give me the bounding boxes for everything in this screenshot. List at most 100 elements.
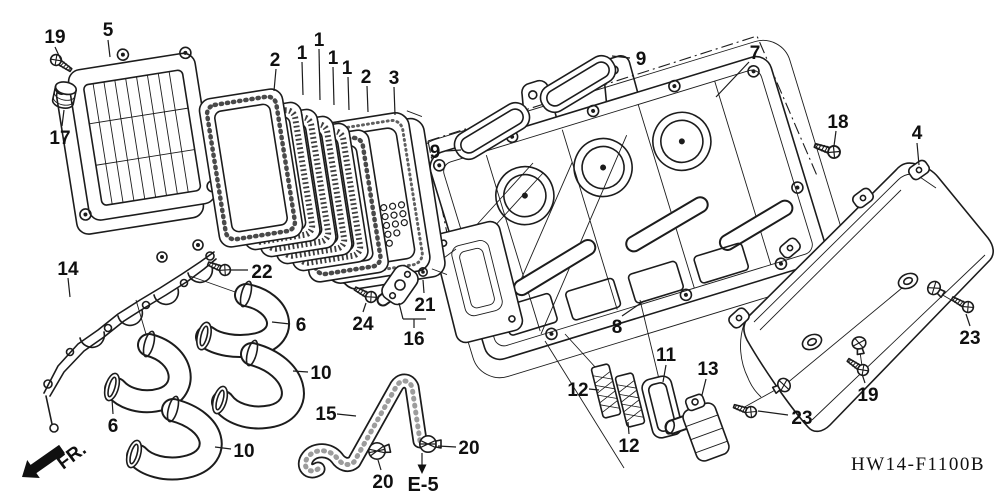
engine-ref-label[interactable]: E-5 (407, 474, 438, 496)
part-callout-12[interactable]: 12 (567, 380, 588, 401)
part-callout-17[interactable]: 17 (49, 128, 70, 149)
part-callout-6[interactable]: 6 (296, 315, 307, 336)
screw-22 (205, 257, 233, 278)
grommet-17 (51, 81, 78, 109)
leader-line-14 (67, 277, 71, 298)
tube-clip-20 (418, 434, 442, 454)
part-callout-2[interactable]: 2 (361, 67, 372, 88)
leader-line-19 (861, 373, 866, 384)
part-callout-7[interactable]: 7 (750, 43, 761, 64)
leader-line-1 (301, 61, 304, 96)
part-callout-16[interactable]: 16 (403, 329, 424, 350)
part-15-breather-tube (297, 373, 428, 479)
e5-reference-arrow (417, 453, 427, 474)
part-5-air-cleaner-cover (55, 46, 219, 235)
part-12-mesh-plate (614, 372, 646, 428)
part-callout-15[interactable]: 15 (315, 404, 337, 425)
part-21-washer (417, 266, 428, 277)
part-callout-9[interactable]: 9 (636, 49, 647, 70)
part-callout-1[interactable]: 1 (328, 48, 339, 69)
part-callout-20[interactable]: 20 (458, 438, 479, 459)
part-callout-19[interactable]: 19 (857, 385, 878, 406)
leader-line-23 (965, 313, 971, 327)
part-callout-12[interactable]: 12 (618, 436, 639, 457)
leader-line-12 (588, 388, 600, 391)
leader-line-10 (214, 446, 232, 450)
leader-line-12 (627, 421, 630, 435)
leader-line-7 (715, 61, 750, 98)
part-callout-1[interactable]: 1 (297, 43, 308, 64)
part-4-side-cover (726, 157, 994, 433)
leader-line-3 (393, 86, 396, 116)
leader-line-23 (757, 410, 789, 416)
leader-line-9 (445, 149, 462, 152)
leader-line-16 (398, 302, 404, 320)
part-callout-3[interactable]: 3 (389, 68, 400, 89)
leader-line-8 (621, 300, 645, 317)
leader-line-21 (422, 279, 425, 294)
case-sub-bracket (432, 220, 524, 344)
screw-23 (731, 400, 759, 420)
diagram-code: HW14-F1100B (851, 454, 985, 475)
part-9-gasket (453, 101, 531, 161)
part-callout-22[interactable]: 22 (251, 262, 272, 283)
part-callout-5[interactable]: 5 (103, 20, 114, 41)
screw-19-top-left (47, 51, 75, 76)
leader-line-9 (611, 55, 631, 59)
part-callout-1[interactable]: 1 (314, 30, 325, 51)
leader-line-1 (318, 48, 321, 101)
part-10-duct-tube (211, 339, 305, 430)
leader-line-2 (366, 85, 369, 113)
leader-line-19 (54, 46, 62, 61)
part-9-gasket (539, 54, 617, 114)
screw-23 (948, 292, 977, 316)
part-callout-2[interactable]: 2 (270, 50, 281, 71)
part-6-duct-tube (195, 280, 290, 358)
leader-line-6 (271, 321, 291, 325)
part-12-mesh-plate (590, 363, 622, 419)
front-label: FR. (53, 439, 90, 474)
leader-line-17 (61, 109, 65, 127)
part-callout-10[interactable]: 10 (310, 363, 331, 384)
part-callout-1[interactable]: 1 (342, 58, 353, 79)
leader-line-20 (437, 445, 457, 448)
leader-lines (54, 39, 971, 471)
front-direction-arrow: FR. (22, 439, 90, 478)
leader-line-15 (336, 413, 357, 417)
leader-line-20 (377, 459, 382, 471)
part-callout-19[interactable]: 19 (44, 27, 65, 48)
part-callout-9[interactable]: 9 (430, 142, 441, 163)
leader-line-11 (662, 364, 667, 383)
part-14-duct-bracket (43, 239, 217, 433)
part-callout-20[interactable]: 20 (372, 472, 393, 493)
part-10-duct-tube (125, 395, 223, 481)
part-callout-24[interactable]: 24 (352, 314, 374, 335)
leader-line-1 (332, 66, 335, 106)
part-callout-21[interactable]: 21 (414, 295, 436, 316)
part-callout-13[interactable]: 13 (697, 359, 718, 380)
leader-line-24 (362, 302, 367, 313)
part-callout-23[interactable]: 23 (791, 408, 812, 429)
part-callout-4[interactable]: 4 (912, 123, 923, 144)
part-callout-11[interactable]: 11 (656, 345, 677, 366)
part-callout-8[interactable]: 8 (612, 317, 623, 338)
part-callout-14[interactable]: 14 (57, 259, 79, 280)
part-callout-10[interactable]: 10 (233, 441, 254, 462)
part-callout-23[interactable]: 23 (959, 328, 980, 349)
part-6-duct-tube (103, 330, 192, 414)
leader-line-6 (111, 398, 114, 415)
leader-line-2 (273, 68, 277, 92)
part-16-tube-joint (376, 264, 419, 307)
case-mount-ear (521, 79, 558, 130)
leader-line-5 (107, 39, 111, 58)
part-2-filter-holder (198, 88, 304, 248)
leader-line-4 (916, 142, 920, 166)
part-callout-18[interactable]: 18 (827, 112, 848, 133)
leader-line-10 (292, 370, 309, 373)
part-callout-6[interactable]: 6 (108, 416, 119, 437)
leader-line-13 (701, 378, 707, 396)
part-13-resonator-valve (664, 393, 730, 462)
